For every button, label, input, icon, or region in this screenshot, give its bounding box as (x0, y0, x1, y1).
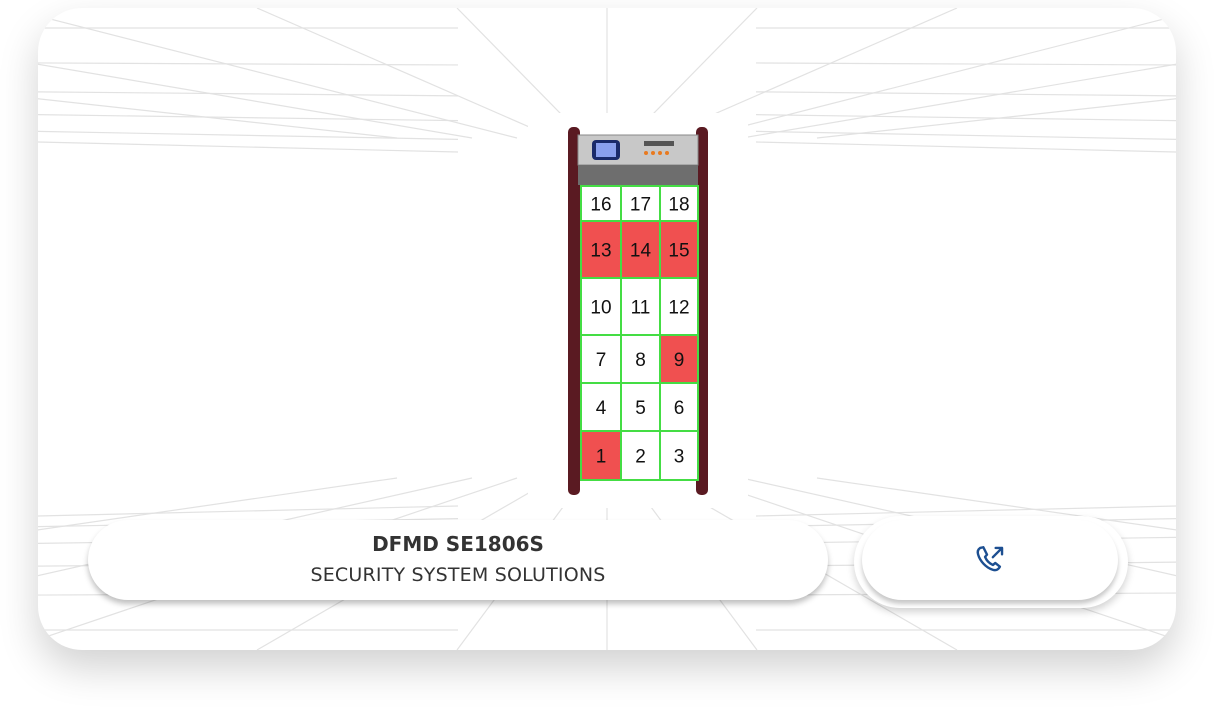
zone-number: 2 (635, 447, 646, 468)
zone-cell (620, 382, 661, 432)
zone-cell (620, 430, 661, 481)
zone-cell (659, 220, 699, 279)
zone-cell (580, 382, 622, 432)
zone-cell (580, 220, 622, 279)
product-category: SECURITY SYSTEM SOLUTIONS (310, 564, 606, 586)
zone-cell (620, 334, 661, 384)
zone-number: 15 (668, 241, 689, 262)
zone-cell (659, 430, 699, 481)
product-title: DFMD SE1806S (372, 532, 544, 556)
phone-outgoing-icon (976, 546, 1004, 572)
zone-number: 17 (630, 195, 651, 216)
zone-number: 8 (635, 350, 646, 371)
zone-number: 3 (674, 447, 685, 468)
product-info[interactable]: DFMD SE1806S SECURITY SYSTEM SOLUTIONS (88, 520, 828, 600)
zone-number: 5 (635, 398, 646, 419)
zone-number: 14 (630, 241, 652, 262)
zone-number: 16 (590, 195, 611, 216)
call-button-container (854, 516, 1128, 608)
zone-number: 11 (631, 298, 651, 319)
call-button[interactable] (862, 520, 1118, 600)
zone-cell (580, 277, 622, 336)
zone-number: 1 (596, 447, 607, 468)
zone-cell (659, 185, 699, 222)
zone-cell (620, 220, 661, 279)
zone-number: 6 (674, 398, 685, 419)
zone-cell (659, 334, 699, 384)
zone-number: 12 (668, 298, 689, 319)
zone-cell (580, 185, 622, 222)
zone-number: 7 (596, 350, 607, 371)
zone-number: 4 (596, 398, 607, 419)
zone-number: 10 (590, 298, 611, 319)
zone-cell (620, 185, 661, 222)
zone-number: 9 (674, 350, 685, 371)
zone-number: 18 (668, 195, 689, 216)
zone-cell (659, 277, 699, 336)
zone-number: 13 (590, 241, 611, 262)
zone-cell (580, 430, 622, 481)
